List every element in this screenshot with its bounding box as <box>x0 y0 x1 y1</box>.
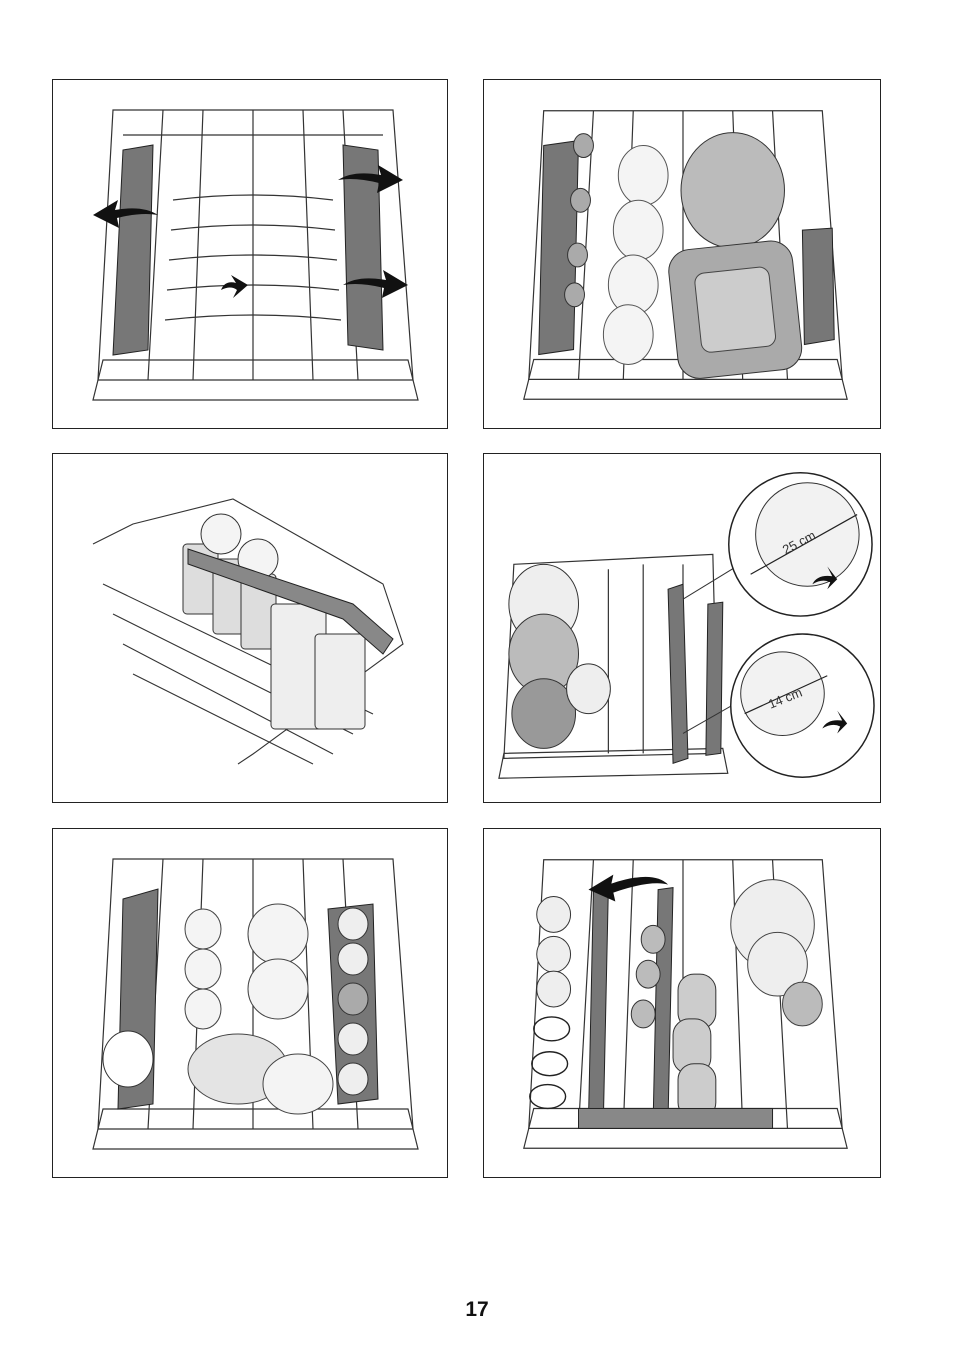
cup-holder-illustration <box>53 454 448 803</box>
basket-illustration-5 <box>53 829 448 1178</box>
figure-fold-down-racks <box>52 79 448 429</box>
page-number: 17 <box>0 1298 954 1322</box>
figure-cup-holder <box>52 453 448 803</box>
figure-loaded-basket-plates <box>483 79 881 429</box>
plate-size-illustration: 25 cm 14 cm <box>484 454 880 803</box>
figure-loaded-basket-cups <box>52 828 448 1178</box>
basket-illustration-2 <box>484 80 880 429</box>
basket-illustration-1 <box>53 80 448 429</box>
figure-plate-size-detail: 25 cm 14 cm <box>483 453 881 803</box>
basket-illustration-6 <box>484 829 880 1178</box>
figure-loaded-basket-glasses <box>483 828 881 1178</box>
